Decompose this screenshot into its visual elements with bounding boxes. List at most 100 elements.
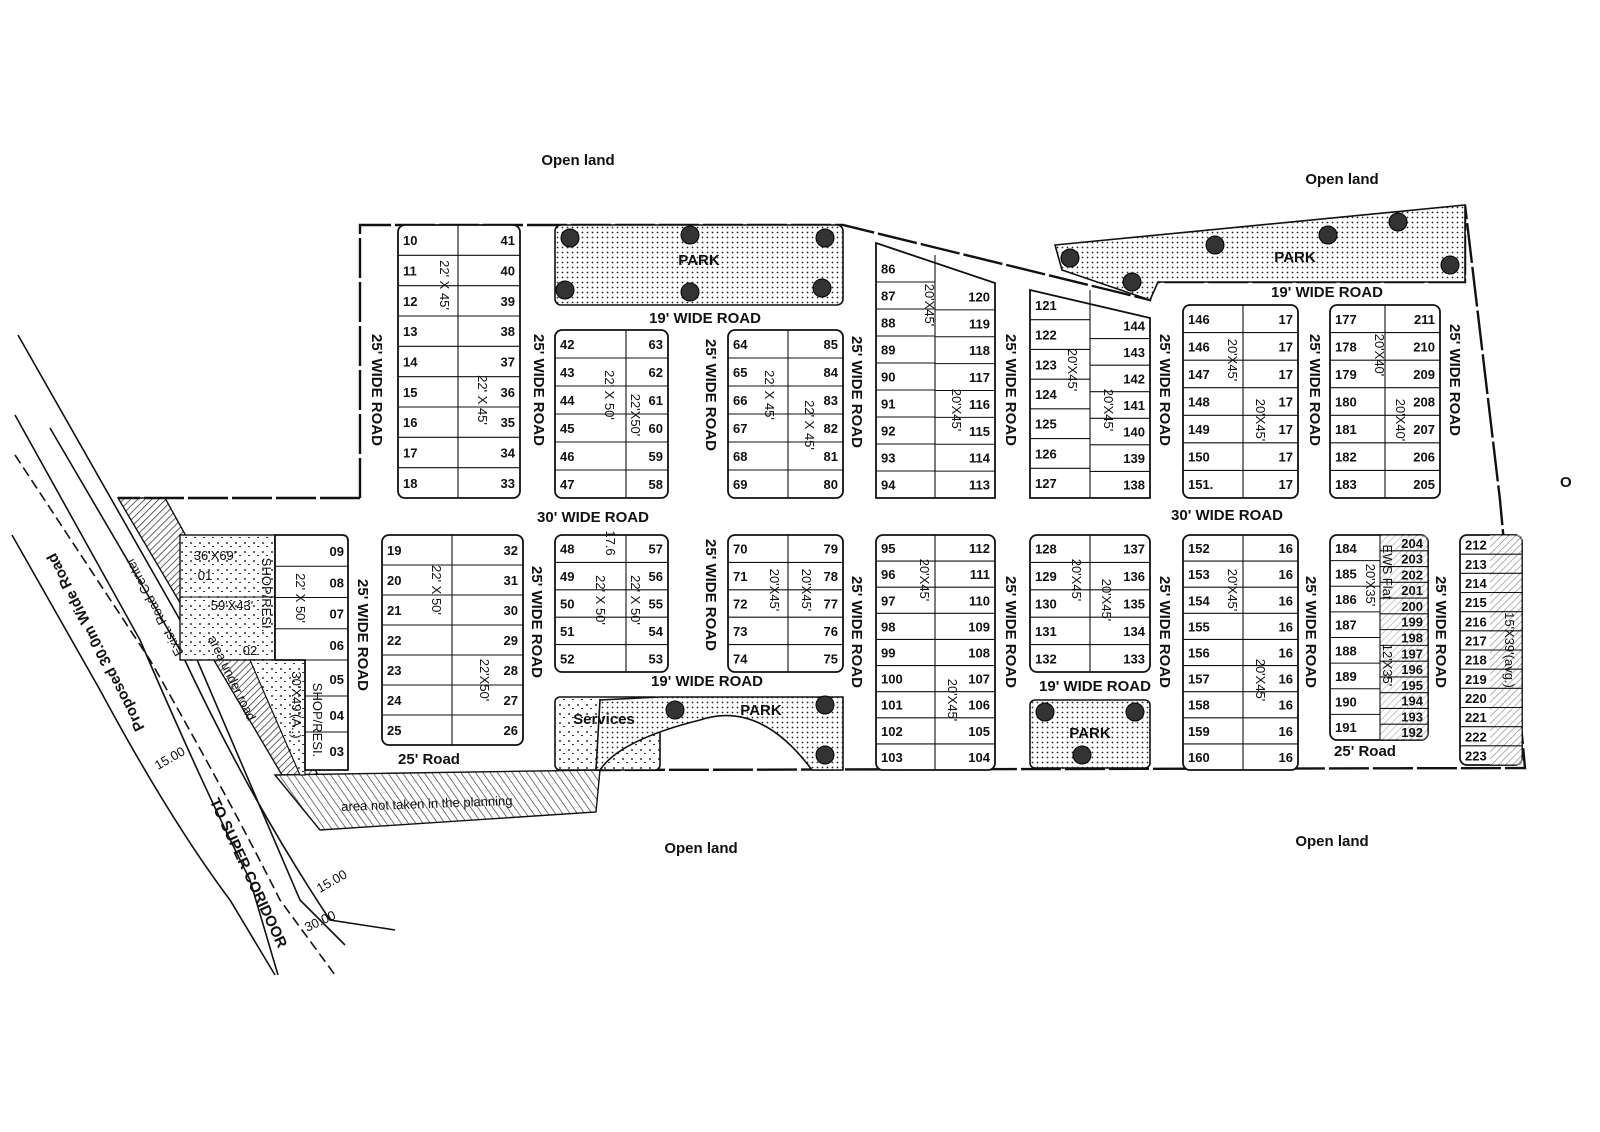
plot-number: 124	[1035, 387, 1057, 402]
plot-number: 190	[1335, 695, 1357, 710]
plot-number: 09	[330, 544, 344, 559]
plot-number: 192	[1401, 725, 1423, 740]
plot-size-label: 20'X45'	[1065, 349, 1080, 392]
to-super-corridor-label: TO SUPER CORIDOOR	[206, 796, 290, 951]
plot-number: 198	[1401, 631, 1423, 646]
plot-number: 85	[824, 337, 838, 352]
plot-number: 196	[1401, 662, 1423, 677]
plot-number: 191	[1335, 720, 1357, 735]
road-label-30ft: 30' WIDE ROAD	[1171, 507, 1283, 524]
road-label-25ft: 25' WIDE ROAD	[528, 566, 545, 678]
plot-number: 103	[881, 750, 903, 765]
plot-number: 107	[968, 672, 990, 687]
plot-number: 16	[1279, 672, 1293, 687]
plot-number: 203	[1401, 552, 1423, 567]
area-not-taken	[273, 769, 601, 831]
plot-number: 34	[501, 446, 516, 461]
plot-number: 96	[881, 567, 895, 582]
plot-number: 16	[1279, 619, 1293, 634]
plot-number: 188	[1335, 643, 1357, 658]
plot-number: 73	[733, 624, 747, 639]
plot-number: 17	[403, 446, 417, 461]
road-label-25ft: 25' WIDE ROAD	[1156, 576, 1173, 688]
plot-number: 13	[403, 324, 417, 339]
tree-icon	[665, 700, 685, 720]
plot-number: 131	[1035, 624, 1057, 639]
plot-number: 150	[1188, 450, 1210, 465]
open-land-label: O	[1560, 474, 1572, 491]
plot-number: 68	[733, 449, 747, 464]
plot-number: 17	[1279, 339, 1293, 354]
plot-number: 99	[881, 646, 895, 661]
plot-number: 81	[824, 449, 838, 464]
plot-number: 127	[1035, 476, 1057, 491]
plot-number: 17	[1279, 450, 1293, 465]
plot-number: 123	[1035, 357, 1057, 372]
tree-icon	[680, 282, 700, 302]
plot-number: 66	[733, 393, 747, 408]
plot-number: 152	[1188, 541, 1210, 556]
plot-number: 78	[824, 569, 838, 584]
plot-number: 19	[387, 543, 401, 558]
plot-number: 57	[649, 542, 663, 557]
plot-number: 22	[387, 633, 401, 648]
plot-number: 153	[1188, 567, 1210, 582]
plot-number: 155	[1188, 619, 1210, 634]
plot-number: 43	[560, 365, 574, 380]
plot-number: 39	[501, 294, 515, 309]
plot-number: 79	[824, 542, 838, 557]
plot-number: 149	[1188, 422, 1210, 437]
plot-number: 17	[1279, 477, 1293, 492]
plot-number: 146	[1188, 312, 1210, 327]
plot-number: 133	[1123, 651, 1145, 666]
plot-block-b6: 146146147148149150151.1717171717171720'X…	[1182, 304, 1299, 499]
plot-number: 29	[504, 633, 518, 648]
open-land-label: Open land	[664, 840, 737, 857]
plot-number: 75	[824, 651, 838, 666]
road-label-25ft: 25' WIDE ROAD	[1002, 334, 1019, 446]
park-top	[554, 224, 844, 306]
plot-number: 50	[560, 597, 574, 612]
tree-icon	[555, 280, 575, 300]
plot-number: 101	[881, 698, 903, 713]
services-label: Services	[573, 711, 635, 728]
plot-number: 70	[733, 542, 747, 557]
plot-number: 23	[387, 663, 401, 678]
area-not-taken-label: area not taken in the planning	[341, 793, 513, 814]
plot-number: 108	[968, 646, 990, 661]
plot-number: 119	[969, 316, 990, 331]
plot-number: 45	[560, 421, 574, 436]
plot-number: 95	[881, 541, 895, 556]
shop-number: 02	[243, 643, 257, 658]
open-land-label: Open land	[1305, 171, 1378, 188]
plot-number: 120	[968, 289, 990, 304]
plot-block-b4: 8687888990919293941201191181171161151141…	[875, 241, 996, 499]
plot-number: 208	[1413, 395, 1435, 410]
plot-number: 106	[968, 698, 990, 713]
plot-number: 202	[1401, 567, 1423, 582]
plot-number: 26	[504, 723, 518, 738]
plot-number: 35	[501, 415, 515, 430]
plot-number: 82	[824, 421, 838, 436]
road-label-25ft: 25' WIDE ROAD	[1306, 334, 1323, 446]
plot-size-label: 12'X35'	[1380, 644, 1395, 687]
plot-number: 148	[1188, 395, 1210, 410]
plot-number: 194	[1401, 694, 1423, 709]
dimension-label: 30.00	[302, 907, 338, 934]
park-label: PARK	[1274, 249, 1316, 266]
plot-number: 91	[881, 397, 895, 412]
plot-number: 41	[501, 233, 515, 248]
road-label-25ft: 25' WIDE ROAD	[1432, 576, 1449, 688]
road-label-19ft: 19' WIDE ROAD	[651, 673, 763, 690]
shop-resi-label: SHOP/RESI.	[259, 558, 274, 632]
plot-number: 84	[824, 365, 839, 380]
plot-size-label: 22' X 45'	[437, 260, 452, 310]
plot-number: 33	[501, 476, 515, 491]
plot-number: 180	[1335, 395, 1357, 410]
plot-number: 222	[1465, 729, 1487, 744]
plot-number: 100	[881, 672, 903, 687]
road-label-25ft: 25' WIDE ROAD	[1446, 324, 1463, 436]
plot-number: 16	[1279, 698, 1293, 713]
plot-number: 113	[969, 478, 990, 493]
